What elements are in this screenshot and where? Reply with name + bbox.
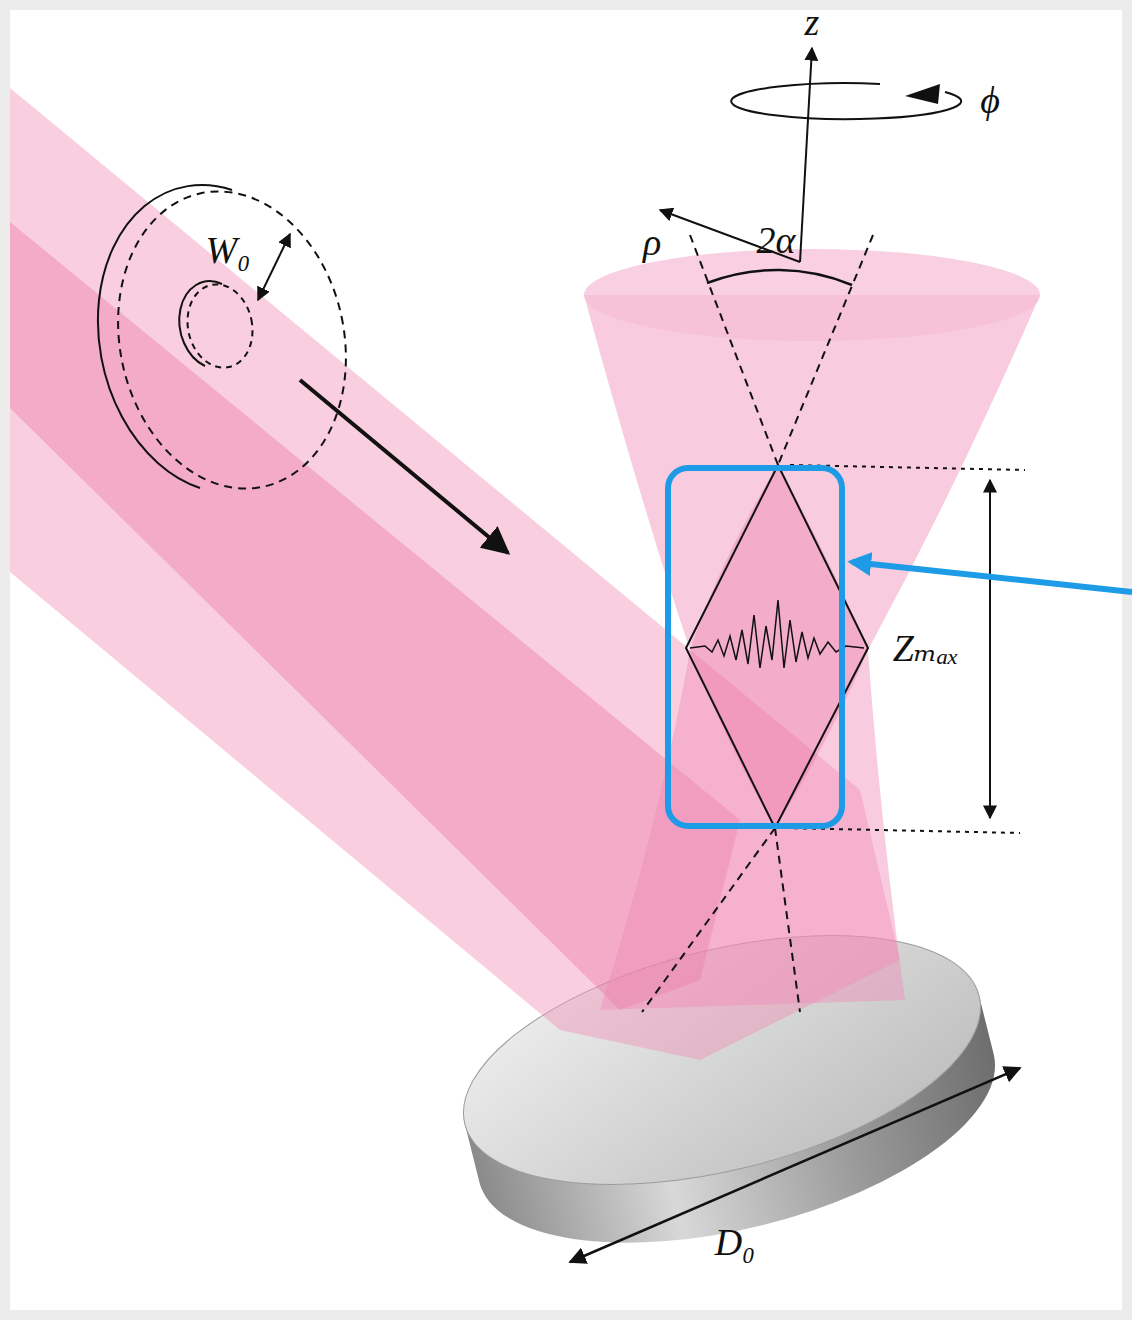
axis-label: ϕ — [980, 81, 1000, 119]
highlight-box — [668, 468, 842, 826]
dimension-label: Zₘₐₓ — [893, 629, 959, 667]
axis-label: z — [805, 3, 820, 41]
highlight-arrow — [852, 562, 1132, 592]
cone-lines — [642, 235, 873, 1012]
axes — [660, 48, 961, 262]
page-ground — [10, 10, 1122, 1310]
zmax-dimension — [785, 465, 1025, 833]
angle-label: 2α — [757, 221, 796, 259]
axis-label: ρ — [643, 223, 661, 261]
width-label: W₀ — [206, 231, 251, 269]
diameter-arrow — [570, 1068, 1020, 1262]
reflected-cone — [584, 249, 1040, 1010]
dimension-label: D₀ — [715, 1223, 756, 1261]
